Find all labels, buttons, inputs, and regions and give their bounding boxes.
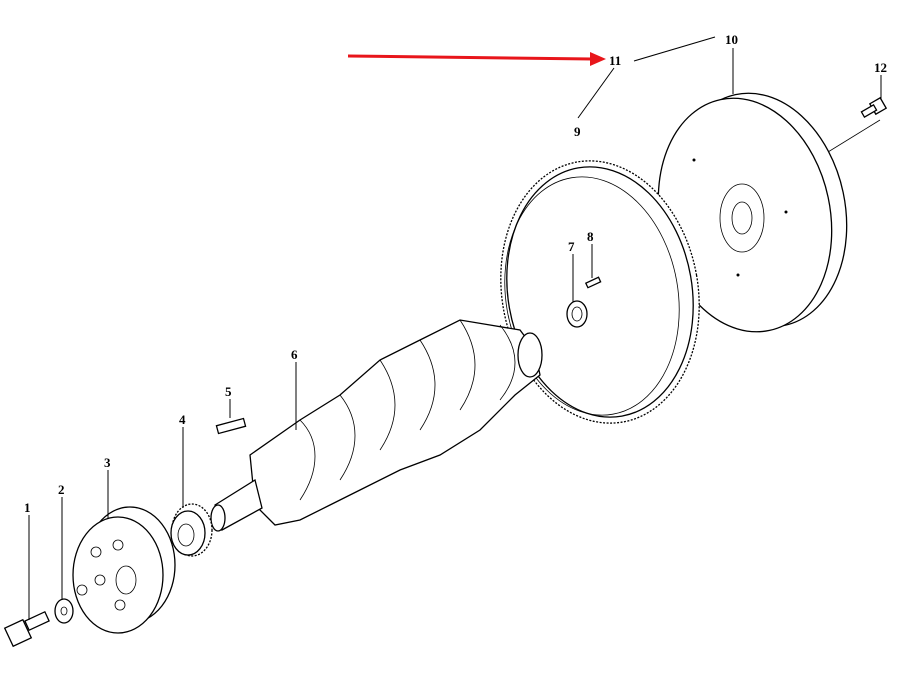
part-label-12: 12 (874, 60, 887, 75)
part-label-3: 3 (104, 455, 111, 470)
flywheel-bolt (860, 96, 888, 118)
leader-lines (28, 36, 882, 620)
woodruff-key (215, 417, 247, 435)
dowel-pin (584, 276, 602, 289)
part-label-10: 10 (725, 32, 738, 47)
part-label-4: 4 (179, 412, 186, 427)
part-label-6: 6 (291, 347, 298, 362)
highlight-arrow (347, 52, 606, 66)
flywheel (657, 92, 848, 333)
part-label-5: 5 (225, 384, 232, 399)
pulley-bolt (3, 610, 50, 648)
part-label-1: 1 (24, 500, 31, 515)
crank-gear (170, 503, 213, 557)
part-label-2: 2 (58, 482, 65, 497)
part-label-9: 9 (574, 124, 581, 139)
washer (54, 598, 74, 624)
part-label-11: 11 (609, 53, 621, 68)
part-label-7: 7 (568, 239, 575, 254)
crank-pulley (72, 506, 176, 634)
part-label-8: 8 (587, 229, 594, 244)
pilot-bearing (566, 300, 588, 328)
ring-gear (500, 160, 700, 424)
crankshaft (210, 319, 543, 532)
